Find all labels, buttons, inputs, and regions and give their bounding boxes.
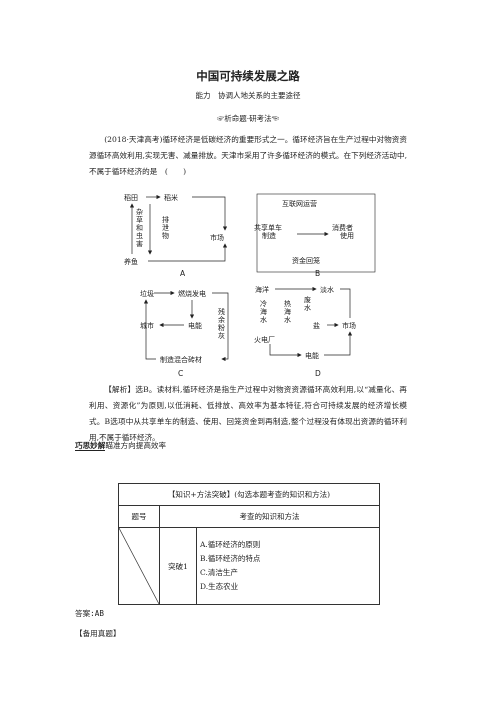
node: 燃烧发电 [178,289,206,298]
question-text: (2018·天津高考)循环经济是低碳经济的重要形式之一。循环经济旨在生产过程中对… [89,135,407,176]
tip-text: 瞄准方向提高效率 [105,441,167,450]
svg-text:废水: 废水 [304,295,311,312]
tip-line: 巧思妙解瞄准方向提高效率 [75,440,166,451]
node: 养鱼 [124,257,138,266]
diagram-b-label: B [315,269,320,278]
node: 火电厂 [254,335,275,344]
table-row-label: 突破1 [159,527,197,605]
table-col-qnum: 题号 [118,505,160,528]
node: 共享单车 [254,223,282,232]
diagram-b: 互联网运营 共享单车 制造 消费者 使用 资金回笼 B [254,193,376,278]
diagram-c-label: C [178,369,183,378]
diagram-d: 海洋 淡水 盐 市场 火电厂 电能 冷海水 热海水 废水 D [254,285,356,378]
table-header: 【知识+方法突破】(勾选本题考查的知识和方法) [118,483,380,506]
node: 淡水 [320,285,334,294]
svg-text:排泄物: 排泄物 [162,215,169,240]
diagram-c: 垃圾 燃烧发电 城市 电能 制造混合砖材 残余粉灰 C [140,289,229,378]
tip-label: 巧思妙解 [75,441,106,451]
diagram-a-label: A [180,269,186,278]
table-col-knowledge: 考查的知识和方法 [159,505,380,528]
option-a: A.循环经济的原则 [200,540,261,549]
node: 制造混合砖材 [160,355,202,364]
svg-text:残余粉灰: 残余粉灰 [218,307,225,340]
diagonal-cell [118,527,160,605]
node: 城市 [140,321,154,330]
node: 市场 [210,233,224,242]
page-title: 中国可持续发展之路 [196,69,300,83]
node: 稻田 [124,193,138,202]
backup-heading: 【备用真题】 [75,629,121,638]
node: 资金回笼 [292,256,320,265]
node: 消费者 [332,223,353,232]
diagram-figure: 稻田 稻米 市场 养鱼 杂草和虫害 排泄物 A 互联网运营 共享单车 制造 消费… [124,193,376,378]
table-options: A.循环经济的原则 B.循环经济的特点 C.清洁生产 D.生态农业 [196,527,380,605]
svg-text:热海水: 热海水 [284,299,291,324]
svg-text:冷海水: 冷海水 [260,299,267,324]
vertical-label-0: 杂草和虫害 [136,208,143,248]
answer-text: 答案:AB [75,609,104,618]
analysis-text: 【解析】选B。读材料,循环经济是指生产过程中对物资资源循环高效利用,以“减量化、… [89,385,407,442]
option-c: C.清洁生产 [200,568,238,577]
node: 市场 [342,321,356,330]
node: 海洋 [255,285,269,294]
node: 垃圾 [140,289,154,298]
node: 使用 [340,231,354,240]
node: 电能 [188,321,202,330]
page-subtitle: 能力 协调人地关系的主要途径 [195,91,301,100]
diagram-a: 稻田 稻米 市场 养鱼 杂草和虫害 排泄物 A [124,193,228,278]
knowledge-table: 【知识+方法突破】(勾选本题考查的知识和方法) 题号 考查的知识和方法 突破1 … [118,483,380,605]
section-label: ☞析命题·研考法☜ [216,114,280,123]
option-d: D.生态农业 [200,582,239,591]
diagram-d-label: D [315,369,321,378]
option-b: B.循环经济的特点 [200,554,261,563]
node: 互联网运营 [282,199,317,208]
node: 稻米 [164,193,178,202]
node: 制造 [262,231,276,240]
node: 盐 [313,321,320,330]
node: 电能 [305,351,319,360]
